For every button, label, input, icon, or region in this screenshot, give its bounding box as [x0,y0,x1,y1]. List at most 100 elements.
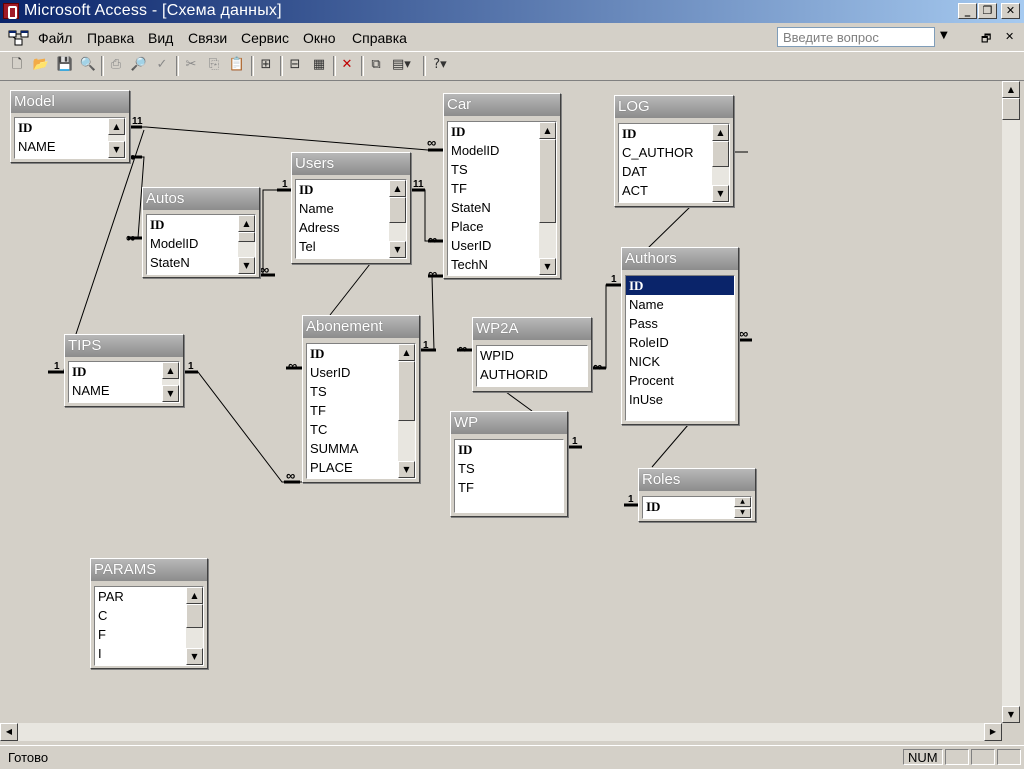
workspace-vertical-scrollbar[interactable]: ▲ ▼ [1002,81,1020,723]
restore-button[interactable]: ❐ [978,3,997,19]
field-item[interactable]: ID [310,346,325,361]
new-object-dropdown-icon[interactable]: ▤▾ [392,57,411,72]
field-item[interactable]: TF [458,480,474,495]
scroll-up-icon[interactable]: ▲ [162,362,179,379]
table-authors[interactable]: Authors ID Name Pass RoleID NICK Procent… [621,247,739,425]
table-wp[interactable]: WP ID TS TF [450,411,568,517]
table-title[interactable]: Roles [639,469,755,491]
vertical-scrollbar[interactable]: ▲ ▼ [712,124,729,202]
field-item[interactable]: Place [451,219,484,234]
scroll-thumb[interactable] [712,141,729,167]
table-wp2a[interactable]: WP2A WPID AUTHORID [472,317,592,392]
field-item[interactable]: TC [310,422,328,437]
scroll-thumb[interactable] [186,604,203,628]
ask-question-dropdown-icon[interactable]: ▼ [940,30,948,41]
vertical-scrollbar[interactable]: ▲ ▼ [238,215,255,274]
table-title[interactable]: WP [451,412,567,434]
menu-help[interactable]: Справка [352,30,407,46]
vertical-scrollbar[interactable]: ▲ ▼ [186,587,203,665]
field-list[interactable]: WPID AUTHORID [476,345,588,387]
table-users[interactable]: Users ID Name Adress Tel ▲ ▼ [291,152,411,264]
field-item[interactable]: TechN [451,257,488,272]
field-item[interactable]: ACT [622,183,648,198]
table-title[interactable]: Abonement [303,316,419,338]
help-icon[interactable]: ?▾ [433,57,447,72]
save-icon[interactable]: 💾 [56,57,74,72]
field-item[interactable]: NAME [72,383,110,398]
vertical-scrollbar[interactable]: ▲ ▼ [398,344,415,478]
table-model[interactable]: Model ID NAME ▲ ▼ [10,90,130,163]
table-title[interactable]: TIPS [65,335,183,357]
minimize-button[interactable]: _ [958,3,977,19]
field-item[interactable]: InUse [629,392,663,407]
menu-tools[interactable]: Сервис [241,30,289,46]
table-autos[interactable]: Autos ID ModelID StateN ▲ ▼ [142,187,260,278]
field-item[interactable]: TS [451,162,468,177]
field-item[interactable]: ID [646,499,661,514]
field-item[interactable]: SUMMA [310,441,359,456]
scroll-up-icon[interactable]: ▲ [238,215,255,232]
table-params[interactable]: PARAMS PAR C F I ▲ ▼ [90,558,208,669]
menu-file[interactable]: Файл [38,30,73,46]
scroll-thumb[interactable] [238,232,255,242]
preview-icon[interactable]: 🔎 [130,57,148,72]
new-object-icon[interactable]: ⧉ [371,57,381,72]
print-icon[interactable]: ⎙ [110,57,122,72]
table-car[interactable]: Car ID ModelID TS TF StateN Place UserID… [443,93,561,279]
table-abonement[interactable]: Abonement ID UserID TS TF TC SUMMA PLACE… [302,315,420,483]
scroll-up-icon[interactable]: ▲ [712,124,729,141]
field-item[interactable]: C_AUTHOR [622,145,694,160]
field-item[interactable]: I [98,646,102,661]
scroll-right-icon[interactable]: ▶ [984,723,1002,741]
menu-edit[interactable]: Правка [87,30,135,46]
menu-view[interactable]: Вид [148,30,174,46]
field-list[interactable]: ID ModelID StateN ▲ ▼ [146,214,256,275]
scroll-down-icon[interactable]: ▼ [162,385,179,402]
menu-relations[interactable]: Связи [188,30,228,46]
scroll-down-icon[interactable]: ▼ [539,258,556,275]
field-item[interactable]: StateN [150,255,190,270]
field-list[interactable]: ID NAME ▲ ▼ [68,361,180,403]
scroll-up-icon[interactable]: ▲ [186,587,203,604]
field-item[interactable]: ID [458,442,473,457]
document-close-button[interactable]: ✕ [1005,30,1015,43]
field-item[interactable]: TS [458,461,475,476]
table-title[interactable]: WP2A [473,318,591,340]
scroll-up-icon[interactable]: ▲ [539,122,556,139]
delete-icon[interactable]: ✕ [341,57,353,72]
scroll-up-icon[interactable]: ▲ [389,180,406,197]
scroll-thumb[interactable] [398,361,415,421]
field-item[interactable]: Name [629,297,664,312]
search-icon[interactable]: 🔍 [79,57,97,72]
field-item[interactable]: UserID [310,365,351,380]
new-icon[interactable]: 🗋 [11,57,23,72]
all-relations-icon[interactable]: ▦ [312,57,326,72]
scroll-down-icon[interactable]: ▼ [398,461,415,478]
field-item[interactable]: F [98,627,106,642]
close-button[interactable]: ✕ [1001,3,1020,19]
scroll-down-icon[interactable]: ▼ [108,141,125,158]
field-item[interactable]: WPID [480,348,514,363]
vertical-scrollbar[interactable]: ▲ ▼ [734,497,751,518]
field-list[interactable]: ID ModelID TS TF StateN Place UserID Tec… [447,121,557,276]
table-title[interactable]: LOG [615,96,733,118]
scroll-up-icon[interactable]: ▲ [108,118,125,135]
scroll-left-icon[interactable]: ◀ [0,723,18,741]
field-item[interactable]: Procent [629,373,674,388]
open-icon[interactable]: 📂 [32,57,50,72]
scroll-down-icon[interactable]: ▼ [238,257,255,274]
field-item[interactable]: C [98,608,108,623]
field-item[interactable]: ID [150,217,165,232]
scroll-up-icon[interactable]: ▲ [1002,81,1020,98]
field-item[interactable]: RoleID [629,335,669,350]
table-title[interactable]: Car [444,94,560,116]
field-item[interactable]: Tel [299,239,316,254]
access-app-icon[interactable] [3,3,19,19]
relationships-window-icon[interactable] [8,29,30,47]
table-title[interactable]: Model [11,91,129,113]
scroll-thumb[interactable] [1002,98,1020,120]
field-item[interactable]: Pass [629,316,658,331]
field-item[interactable]: DAT [622,164,648,179]
field-item[interactable]: ID [622,126,637,141]
field-item[interactable]: StateN [451,200,491,215]
